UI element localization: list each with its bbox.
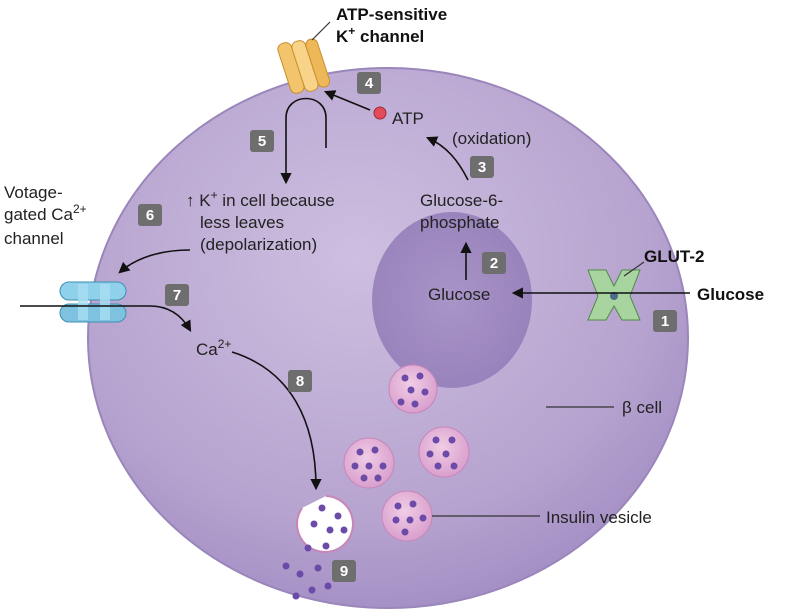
insulin-vesicle bbox=[343, 437, 395, 489]
arrow-atp-to-channel bbox=[323, 90, 371, 111]
atp-label: ATP bbox=[392, 109, 424, 128]
k-retention-label-line1: ↑ K+ in cell because bbox=[186, 188, 335, 210]
svg-text:6: 6 bbox=[146, 207, 154, 224]
glut-2-transporter-icon bbox=[587, 269, 641, 321]
beta-cell-label: β cell bbox=[622, 398, 662, 417]
insulin-vesicle bbox=[381, 490, 433, 542]
step-badge-1: 1 bbox=[653, 310, 677, 332]
svg-text:8: 8 bbox=[296, 373, 304, 390]
insulin-vesicle bbox=[388, 364, 438, 414]
svg-text:1: 1 bbox=[661, 313, 669, 330]
step-badge-8: 8 bbox=[288, 370, 312, 392]
arrow-oxidation bbox=[425, 136, 469, 181]
glut-2-leader-line bbox=[623, 261, 645, 277]
svg-text:3: 3 bbox=[478, 159, 486, 176]
insulin-vesicle-label: Insulin vesicle bbox=[546, 508, 652, 527]
atp-channel-leader-line bbox=[311, 21, 331, 41]
voltage-gated-ca-channel-icon bbox=[59, 281, 127, 323]
svg-text:2: 2 bbox=[490, 255, 498, 272]
ca-channel-label-line2: gated Ca2+ bbox=[4, 202, 87, 224]
arrow-ca-influx bbox=[20, 305, 192, 332]
insulin-vesicle bbox=[418, 426, 470, 478]
exocytosis-vesicle bbox=[295, 495, 354, 553]
ca-channel-label-line1: Votage- bbox=[4, 183, 63, 202]
k-retention-label-line3: (depolarization) bbox=[200, 235, 317, 254]
g6p-label-line2: phosphate bbox=[420, 213, 499, 232]
step-badge-3: 3 bbox=[470, 156, 494, 178]
g6p-label-line1: Glucose-6- bbox=[420, 191, 503, 210]
glucose-inner-label: Glucose bbox=[428, 285, 490, 304]
step-badge-6: 6 bbox=[138, 204, 162, 226]
arrow-ca-to-exocytosis bbox=[231, 351, 322, 491]
arrow-depolarization-to-ca-channel bbox=[118, 249, 191, 274]
step-badge-9: 9 bbox=[332, 560, 356, 582]
step-badge-5: 5 bbox=[250, 130, 274, 152]
step-badge-4: 4 bbox=[357, 72, 381, 94]
svg-text:4: 4 bbox=[365, 75, 374, 92]
ca-channel-label-line3: channel bbox=[4, 229, 64, 248]
glut-2-label: GLUT-2 bbox=[644, 247, 704, 266]
svg-text:5: 5 bbox=[258, 133, 266, 150]
step-badge-2: 2 bbox=[482, 252, 506, 274]
oxidation-label: (oxidation) bbox=[452, 129, 531, 148]
svg-text:7: 7 bbox=[173, 287, 181, 304]
step-badge-7: 7 bbox=[165, 284, 189, 306]
calcium-label: Ca2+ bbox=[196, 337, 231, 359]
svg-text:9: 9 bbox=[340, 563, 348, 580]
atp-sensitive-k-channel-icon bbox=[277, 38, 331, 94]
atp-channel-label-line2: K+ channel bbox=[336, 24, 424, 46]
k-retention-label-line2: less leaves bbox=[200, 213, 284, 232]
arrow-k-retained bbox=[280, 97, 327, 185]
atp-channel-label-line1: ATP-sensitive bbox=[336, 5, 447, 24]
released-insulin-granules bbox=[282, 542, 332, 600]
atp-molecule-icon bbox=[373, 106, 387, 120]
glucose-outer-label: Glucose bbox=[697, 285, 764, 304]
